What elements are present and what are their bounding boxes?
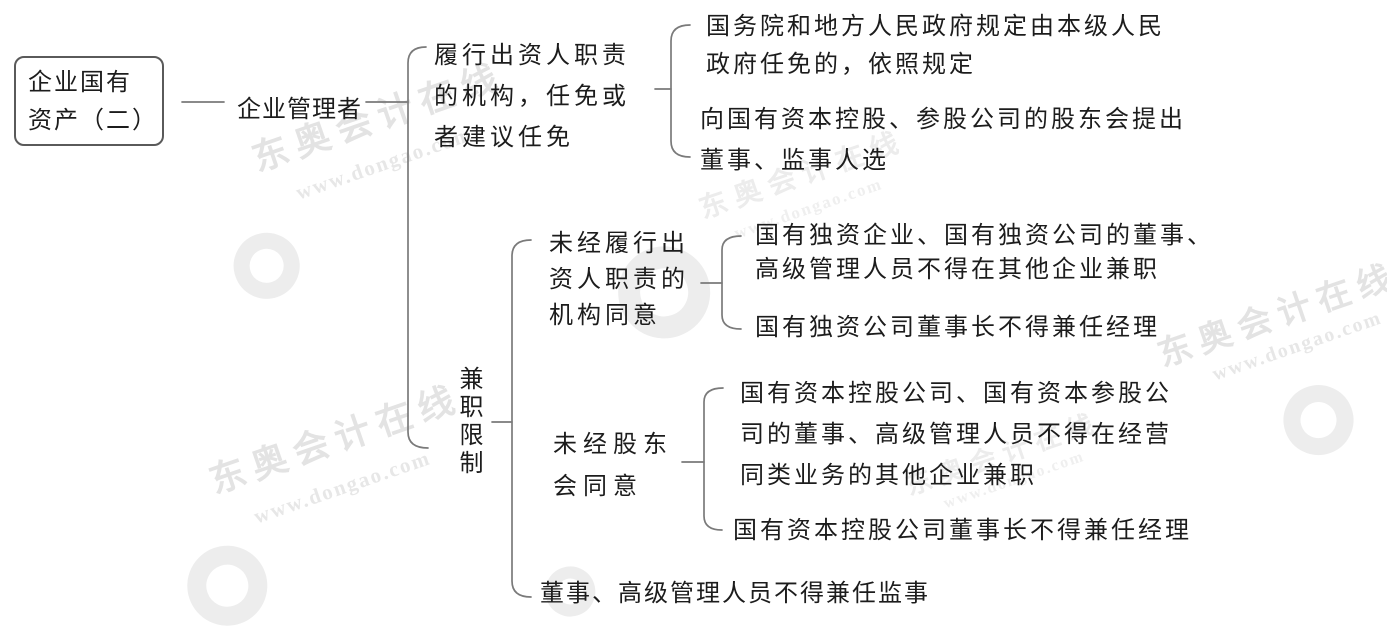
node-no-org-consent: 未经履行出 资人职责的 机构同意 (549, 231, 689, 329)
node-solely-owned-chairman: 国有独资公司董事长不得兼任经理 (755, 315, 1160, 341)
node-holding-company-rule: 国有资本控股公司、国有资本参股公 司的董事、高级管理人员不得在经营 同类业务的其… (740, 381, 1172, 489)
node-propose-candidates: 向国有资本控股、参股公司的股东会提出 董事、监事人选 (700, 107, 1186, 174)
bracket-noorg-children (721, 235, 742, 330)
node-enterprise-manager: 企业管理者 (237, 97, 362, 123)
bracket-appoint-children (670, 24, 691, 158)
node-no-shareholder-consent: 未经股东 会同意 (553, 432, 673, 500)
node-government-rule: 国务院和地方人民政府规定由本级人民 政府任免的，依照规定 (706, 14, 1165, 78)
node-appointing-organ: 履行出资人职责 的机构，任免或 者建议任免 (434, 43, 630, 151)
node-holding-chairman: 国有资本控股公司董事长不得兼任经理 (733, 518, 1192, 544)
bracket-manager-children (407, 46, 429, 449)
root-node: 企业国有 资产（二） (14, 56, 164, 146)
bracket-noshareholder-children (703, 387, 724, 531)
node-supervisor-ban: 董事、高级管理人员不得兼任监事 (540, 581, 930, 607)
bracket-parttime-children (511, 239, 532, 598)
node-part-time-limit: 兼职限制 (455, 366, 481, 478)
node-solely-owned-rule: 国有独资企业、国有独资公司的董事、 高级管理人员不得在其他企业兼职 (755, 223, 1214, 283)
